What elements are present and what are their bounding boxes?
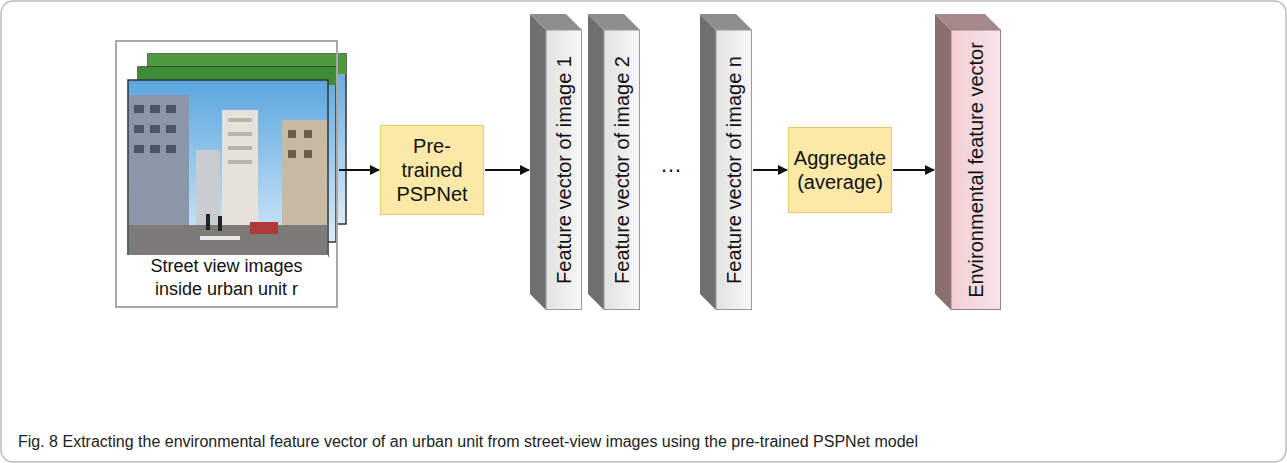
feature-vector: Feature vector of image 1 (530, 14, 582, 310)
photo-front (128, 80, 328, 256)
ellipsis-label: … (660, 152, 682, 178)
node-text: Feature vector of image 2 (612, 56, 632, 284)
figure-caption: Fig. 8 Extracting the environmental feat… (18, 433, 918, 451)
node-text: Pre-trained PSPNet (387, 134, 477, 206)
arrow-connector (893, 169, 934, 171)
image-group-box: Street view images inside urban unit r (115, 40, 338, 308)
arrow-connector (339, 169, 379, 171)
node-text: Aggregate (average) (794, 146, 886, 194)
node-text: Feature vector of image 1 (554, 56, 574, 284)
feature-vector: Environmental feature vector (935, 14, 1001, 310)
process-box: Pre-trained PSPNet (380, 125, 484, 215)
process-box: Aggregate (average) (788, 127, 892, 213)
arrow-connector (485, 169, 529, 171)
node-text: Street view images inside urban unit r (125, 255, 328, 300)
arrow-connector (753, 169, 787, 171)
node-text: Feature vector of image n (724, 56, 744, 284)
feature-vector: Feature vector of image 2 (588, 14, 640, 310)
node-text: Environmental feature vector (966, 42, 986, 298)
feature-vector: Feature vector of image n (700, 14, 752, 310)
